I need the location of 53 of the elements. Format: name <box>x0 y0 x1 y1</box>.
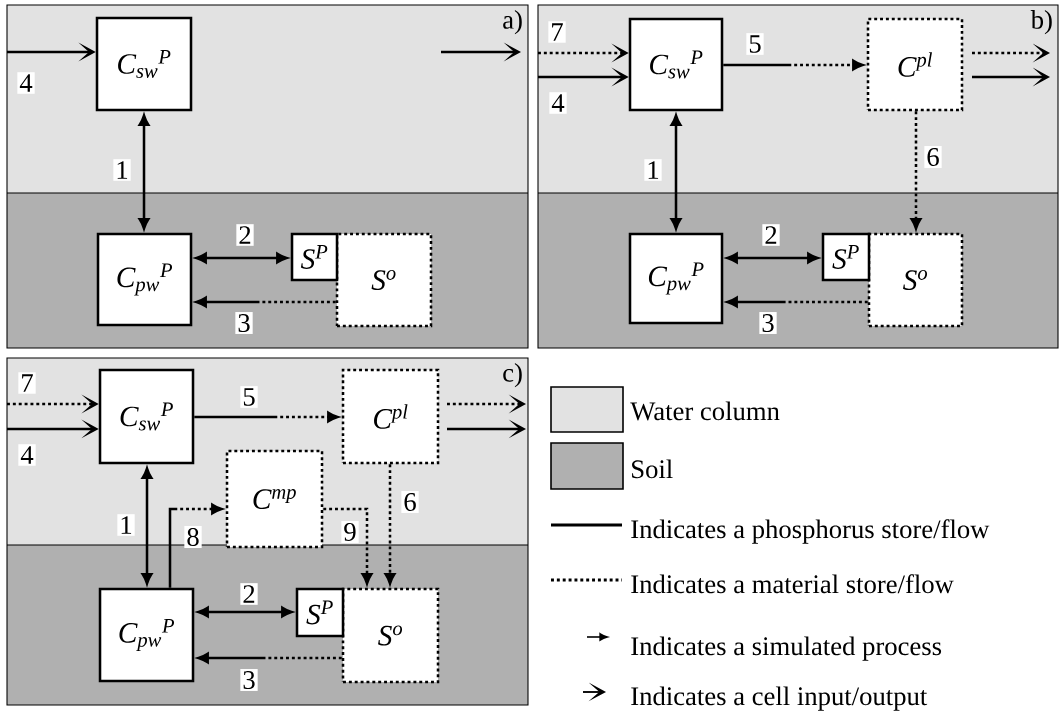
arrow <box>195 296 336 308</box>
legend-text: Indicates a material store/flow <box>631 574 954 594</box>
arrow <box>670 114 682 230</box>
store-box: S$^{P}$ <box>295 587 345 638</box>
edge-label: 3 <box>759 312 777 334</box>
store-box: C$_{pw}$P <box>628 232 724 325</box>
arrow <box>197 606 293 618</box>
store-box: C$^{mp}$ <box>225 449 324 549</box>
legend-text: Indicates a phosphorus store/flow <box>631 519 990 544</box>
store-box: C$_{sw}$P <box>98 368 195 465</box>
edge-label: 2 <box>236 224 254 246</box>
edge-label: 5 <box>746 33 764 55</box>
store-box: S$^{P}$ <box>290 232 339 282</box>
legend-text: Water column <box>630 401 780 421</box>
store-box: C$_{sw}$P <box>95 16 193 112</box>
edge-label: 4 <box>18 444 36 466</box>
edge-label: 5 <box>240 386 258 408</box>
edge-label: 7 <box>18 372 36 394</box>
edge-label: 7 <box>548 21 566 43</box>
arrow <box>384 464 396 585</box>
arrow <box>194 411 339 423</box>
store-box: C$^{pl}$ <box>341 368 440 465</box>
arrow <box>141 467 153 585</box>
edge-label: 4 <box>17 72 35 94</box>
edge-label: 1 <box>644 159 662 181</box>
edge-label: 2 <box>240 583 258 605</box>
legend-text: Soil <box>632 459 673 479</box>
arrow <box>726 296 868 308</box>
edge-label: 8 <box>184 526 202 548</box>
edge-label: 6 <box>924 146 942 168</box>
arrow <box>138 114 150 230</box>
edge-label: 2 <box>762 224 780 246</box>
store-box: C$_{pw}$P <box>96 232 193 327</box>
edge-label: 6 <box>401 491 419 513</box>
arrow <box>910 111 922 230</box>
arrow <box>723 59 864 71</box>
store-box: S$^{P}$ <box>821 232 871 282</box>
legend-text: Indicates a cell input/output <box>631 686 928 711</box>
arrow <box>197 652 342 664</box>
edge-label: 9 <box>341 521 359 543</box>
arrow <box>168 503 223 588</box>
store-box: C$_{pw}$P <box>98 587 195 683</box>
edge-label: 1 <box>113 159 131 181</box>
arrow <box>195 252 288 264</box>
edge-label: 3 <box>240 669 258 691</box>
legend-text: Indicates a simulated process <box>631 636 942 661</box>
edge-label: 4 <box>549 92 567 114</box>
arrow <box>323 507 373 585</box>
edge-label: 1 <box>117 514 135 536</box>
store-box: C$_{sw}$P <box>628 17 724 112</box>
store-box: C$^{pl}$ <box>866 17 964 112</box>
arrow <box>726 252 819 264</box>
edge-label: 3 <box>235 312 253 334</box>
